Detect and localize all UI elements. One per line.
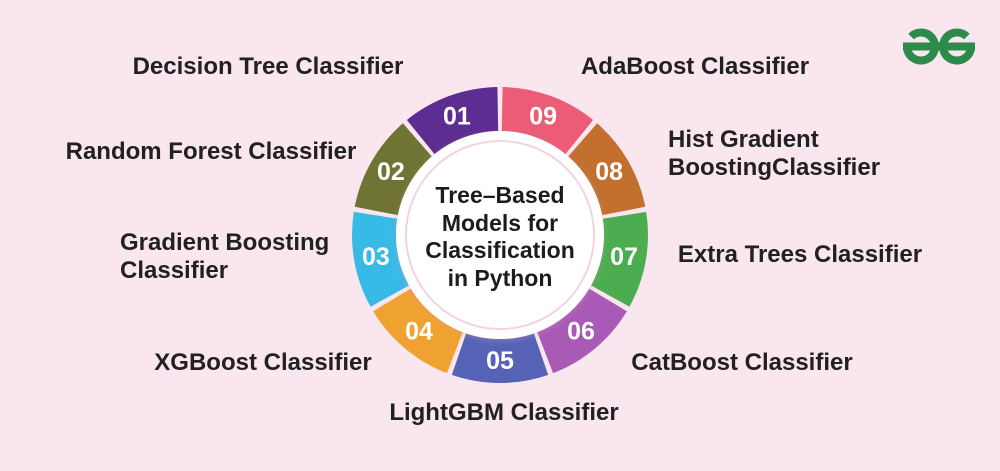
- segment-label-line: Gradient Boosting: [120, 229, 330, 256]
- geeksforgeeks-logo: [903, 28, 975, 65]
- logo-right-g: [939, 28, 975, 65]
- segment-label-02: Random Forest Classifier: [66, 138, 357, 166]
- wheel-segments: [352, 87, 648, 383]
- segment-label-line: Extra Trees Classifier: [677, 241, 923, 268]
- wheel-segment-01: [406, 87, 499, 155]
- wheel-segment-05: [451, 333, 549, 383]
- wheel-center-disc: [396, 131, 604, 339]
- segment-label-line: AdaBoost Classifier: [580, 53, 810, 80]
- segment-number-01: 01: [443, 103, 471, 131]
- wheel-title: Tree–Based Models for Classification in …: [425, 182, 575, 292]
- segment-number-05: 05: [486, 347, 514, 375]
- segment-number-02: 02: [377, 158, 405, 186]
- segment-label-05: LightGBM Classifier: [389, 399, 618, 427]
- segment-number-07: 07: [610, 243, 638, 271]
- wheel-segment-08: [567, 123, 646, 216]
- segment-label-line: BoostingClassifier: [668, 154, 881, 181]
- segment-number-03: 03: [362, 243, 390, 271]
- segment-label-line: Random Forest Classifier: [65, 138, 357, 165]
- segment-label-01: Decision Tree Classifier: [133, 53, 404, 81]
- wheel-segment-07: [590, 211, 648, 307]
- wheel-segment-04: [373, 287, 464, 374]
- segment-number-08: 08: [595, 158, 623, 186]
- segment-label-line: XGBoost Classifier: [154, 349, 372, 376]
- wheel-segment-02: [354, 123, 433, 216]
- wheel-title-line: Classification: [425, 237, 575, 263]
- segment-label-07: Extra Trees Classifier: [678, 241, 922, 269]
- wheel-segment-09: [501, 87, 594, 155]
- wheel-title-line: in Python: [447, 264, 553, 291]
- wheel-segment-03: [352, 211, 410, 307]
- segment-label-line: Classifier: [120, 257, 229, 284]
- logo-left-g: [903, 28, 939, 65]
- segment-label-line: LightGBM Classifier: [389, 399, 619, 426]
- segment-label-line: Hist Gradient: [668, 126, 819, 153]
- logo-crossbar: [903, 42, 975, 51]
- wheel-title-line: Tree–Based: [435, 182, 565, 208]
- segment-label-06: CatBoost Classifier: [631, 349, 852, 377]
- wheel-title-line: Models for: [441, 209, 559, 236]
- segment-number-06: 06: [567, 318, 595, 346]
- wheel-numbers: 01 02 03 04 05 06 07 08 09: [362, 103, 638, 375]
- segment-number-04: 04: [405, 318, 433, 346]
- wheel-segment-06: [536, 287, 627, 374]
- segment-label-09: AdaBoost Classifier: [581, 53, 809, 81]
- segment-label-line: CatBoost Classifier: [631, 349, 853, 376]
- segment-label-04: XGBoost Classifier: [154, 349, 371, 377]
- segment-number-09: 09: [529, 103, 557, 131]
- wheel-center-ring: [405, 140, 595, 330]
- segment-label-line: Decision Tree Classifier: [132, 53, 404, 80]
